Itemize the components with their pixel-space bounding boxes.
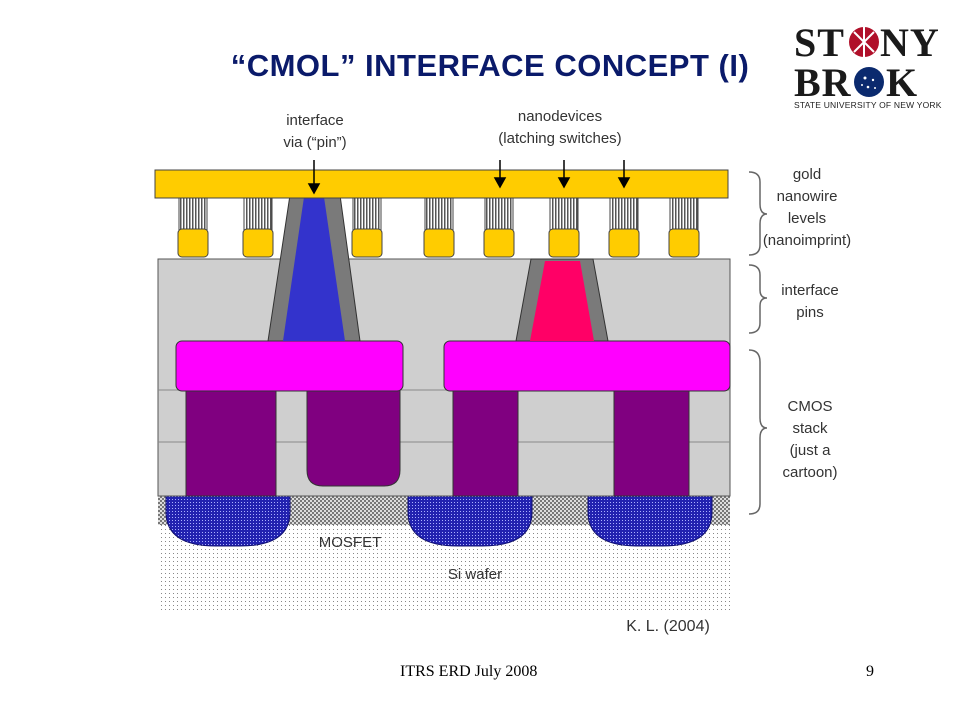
plug-2 — [306, 387, 401, 487]
label-gold-nanowire-levels: gold nanowire levels (nanoimprint) — [762, 166, 852, 249]
label-mosfet: MOSFET — [318, 534, 382, 551]
label-credit: K. L. (2004) — [626, 618, 710, 635]
svg-text:ST: ST — [794, 20, 845, 65]
logo-mark: ST NY BR K — [794, 20, 940, 105]
label-si-wafer: Si wafer — [447, 566, 503, 583]
nanowire-stubs — [177, 197, 700, 258]
well-3 — [587, 494, 713, 547]
label-interface-pins: interface pins — [781, 282, 839, 321]
label-cmos-stack: CMOS stack (just a cartoon) — [782, 398, 838, 481]
label-interface-via: interface via (“pin”) — [283, 112, 347, 151]
plug-1 — [185, 387, 277, 497]
label-nanodevices: nanodevices (latching switches) — [498, 108, 622, 147]
logo-o-circle-2 — [854, 67, 884, 97]
plug-3 — [452, 387, 519, 497]
interface-via-blue — [283, 197, 345, 341]
svg-text:K: K — [886, 60, 918, 105]
well-2 — [407, 494, 533, 547]
stony-brook-logo: ST NY BR K STATE UNIVERSITY OF NEW YORK — [790, 18, 950, 110]
footer-left: ITRS ERD July 2008 — [400, 663, 538, 680]
svg-text:NY: NY — [880, 20, 940, 65]
plug-4 — [613, 387, 690, 497]
logo-subtitle: STATE UNIVERSITY OF NEW YORK — [794, 100, 942, 110]
pad-left — [175, 340, 404, 392]
nanodevice-pink — [530, 261, 594, 341]
svg-text:BR: BR — [794, 60, 852, 105]
page-title: “CMOL” INTERFACE CONCEPT (I) — [230, 48, 750, 83]
pad-right — [443, 340, 731, 392]
well-1 — [165, 494, 291, 547]
label-arrows — [307, 160, 631, 195]
right-braces — [748, 171, 768, 515]
gold-nanowire-bar — [154, 169, 729, 199]
page-number: 9 — [866, 663, 874, 680]
